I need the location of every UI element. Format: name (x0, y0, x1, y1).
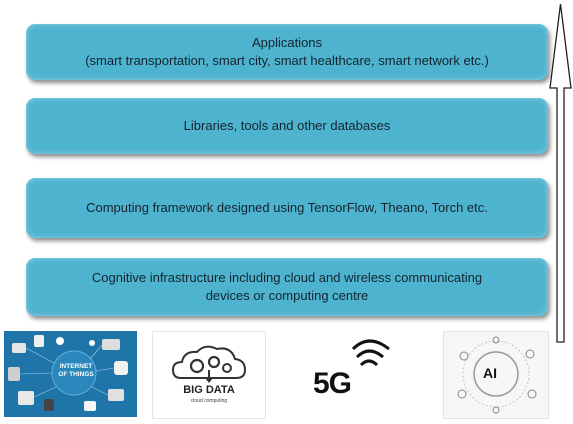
layer-title-line-1: Cognitive infrastructure including cloud… (91, 270, 483, 285)
cognitive-infrastructure-layer: Cognitive infrastructure including cloud… (26, 258, 548, 316)
layer-title: Libraries, tools and other databases (183, 118, 391, 133)
layer-title-line-2: devices or computing centre (205, 288, 369, 303)
big-data-title: BIG DATA (183, 384, 235, 396)
iot-label-line-2: OF THINGS (58, 371, 94, 378)
big-data-image: BIG DATA cloud computing (152, 331, 266, 419)
applications-layer: Applications (smart transportation, smar… (26, 24, 548, 80)
computing-framework-layer: Computing framework designed using Tenso… (26, 178, 548, 238)
libraries-layer: Libraries, tools and other databases (26, 98, 548, 154)
layer-subtitle: (smart transportation, smart city, smart… (85, 53, 489, 68)
iot-label-line-1: INTERNET (59, 363, 93, 370)
ai-image: AI (443, 331, 549, 419)
signal-waves-icon (351, 339, 390, 367)
upward-arrow (549, 3, 572, 343)
iot-image: INTERNET OF THINGS (4, 331, 137, 417)
iot-devices-icon (8, 335, 128, 411)
big-data-subtitle: cloud computing (190, 398, 228, 404)
cloud-gears-icon (171, 345, 247, 383)
5g-image: 5G (297, 331, 407, 417)
ai-network-icon (457, 336, 537, 414)
ai-label: AI (483, 365, 497, 381)
layer-title: Applications (251, 35, 323, 50)
5g-label: 5G (313, 367, 352, 400)
iot-label: INTERNET OF THINGS (56, 363, 96, 379)
layer-title: Computing framework designed using Tenso… (86, 200, 488, 215)
